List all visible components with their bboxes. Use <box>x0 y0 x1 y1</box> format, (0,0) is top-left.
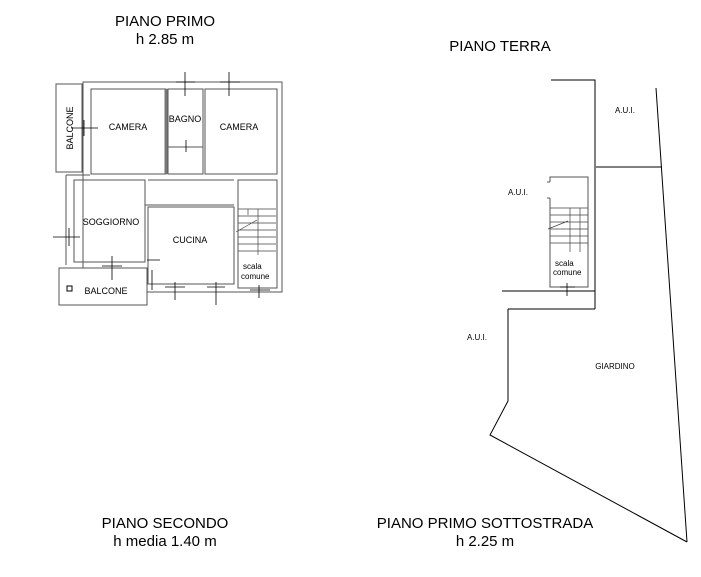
title-height: h 2.25 m <box>455 533 515 550</box>
title-piano-primo: PIANO PRIMO h 2.85 m <box>100 13 230 49</box>
window-marks <box>53 72 270 305</box>
label-balcone-bottom: BALCONE <box>84 286 127 296</box>
label-aui-top: A.U.I. <box>615 106 635 115</box>
title-name: PIANO TERRA <box>449 38 551 55</box>
corridor <box>145 179 234 206</box>
label-bagno: BAGNO <box>169 114 202 124</box>
title-height: h media 1.40 m <box>113 533 217 550</box>
label-cucina: CUCINA <box>173 235 208 245</box>
balcone-drain <box>66 285 73 292</box>
stair-well <box>547 176 589 288</box>
room-camera-2 <box>204 88 278 175</box>
title-piano-primo-sottostrada: PIANO PRIMO SOTTOSTRADA h 2.25 m <box>355 515 615 551</box>
label-comune: comune <box>241 272 270 281</box>
stair-well <box>237 179 278 289</box>
label-aui-low: A.U.I. <box>467 333 487 342</box>
title-height: h 2.85 m <box>135 31 195 48</box>
room-cucina <box>147 206 235 285</box>
stairs <box>235 208 276 255</box>
boundary-lines <box>489 79 688 543</box>
room-soggiorno <box>73 179 146 263</box>
plan-right: A.U.I. A.U.I. A.U.I. GIARDINO scala comu… <box>467 79 688 543</box>
door-mark <box>560 283 575 296</box>
label-aui-mid: A.U.I. <box>508 188 528 197</box>
label-balcone-top: BALCONE <box>65 106 75 149</box>
outer-wall-left <box>65 174 90 265</box>
title-piano-terra: PIANO TERRA <box>420 38 580 56</box>
title-name: PIANO SECONDO <box>101 515 229 532</box>
label-scala: scala <box>243 262 262 271</box>
label-scala: scala <box>555 259 574 268</box>
label-camera-1: CAMERA <box>109 122 148 132</box>
disimpegno <box>167 146 204 175</box>
balcone-bottom <box>58 267 148 306</box>
label-comune: comune <box>553 268 582 277</box>
title-name: PIANO PRIMO SOTTOSTRADA <box>376 515 594 532</box>
label-camera-2: CAMERA <box>220 122 259 132</box>
stairs <box>547 207 588 252</box>
label-giardino: GIARDINO <box>595 362 635 371</box>
plan-left: BALCONE CAMERA BAGNO CAMERA SOGGIORNO CU… <box>53 72 283 306</box>
label-soggiorno: SOGGIORNO <box>83 217 140 227</box>
title-name: PIANO PRIMO <box>114 13 215 30</box>
title-piano-secondo: PIANO SECONDO h media 1.40 m <box>70 515 260 551</box>
